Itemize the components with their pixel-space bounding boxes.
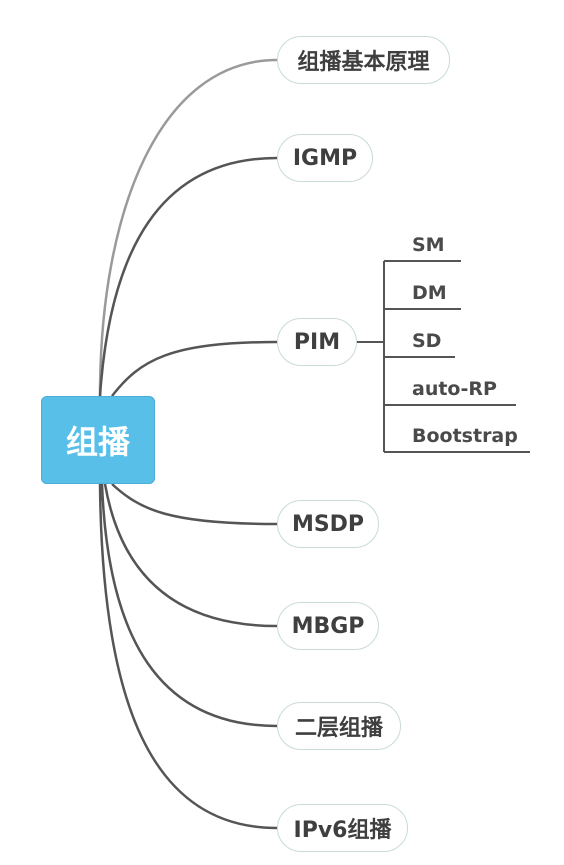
- branch-igmp[interactable]: IGMP: [277, 134, 373, 182]
- branch-pim[interactable]: PIM: [277, 318, 357, 366]
- branch-ipv6[interactable]: IPv6组播: [277, 804, 408, 852]
- pim-leaf-dm[interactable]: DM: [412, 282, 447, 304]
- connector-msdp: [111, 483, 278, 526]
- branch-msdp[interactable]: MSDP: [277, 500, 379, 548]
- branch-principles[interactable]: 组播基本原理: [277, 36, 450, 84]
- root-node[interactable]: 组播: [41, 396, 155, 484]
- connector-principles: [98, 58, 278, 397]
- pim-leaf-sm[interactable]: SM: [412, 234, 445, 256]
- connector-layer2: [100, 483, 278, 728]
- branch-mbgp[interactable]: MBGP: [277, 602, 379, 650]
- connector-mbgp: [103, 483, 278, 628]
- pim-leaf-bootstrap[interactable]: Bootstrap: [412, 425, 518, 447]
- pim-leaf-sd[interactable]: SD: [412, 330, 442, 352]
- branch-layer2[interactable]: 二层组播: [277, 702, 401, 750]
- connector-ipv6: [98, 483, 278, 830]
- connector-igmp: [98, 156, 278, 397]
- connector-pim: [111, 340, 278, 397]
- pim-leaf-auto-rp[interactable]: auto-RP: [412, 378, 497, 400]
